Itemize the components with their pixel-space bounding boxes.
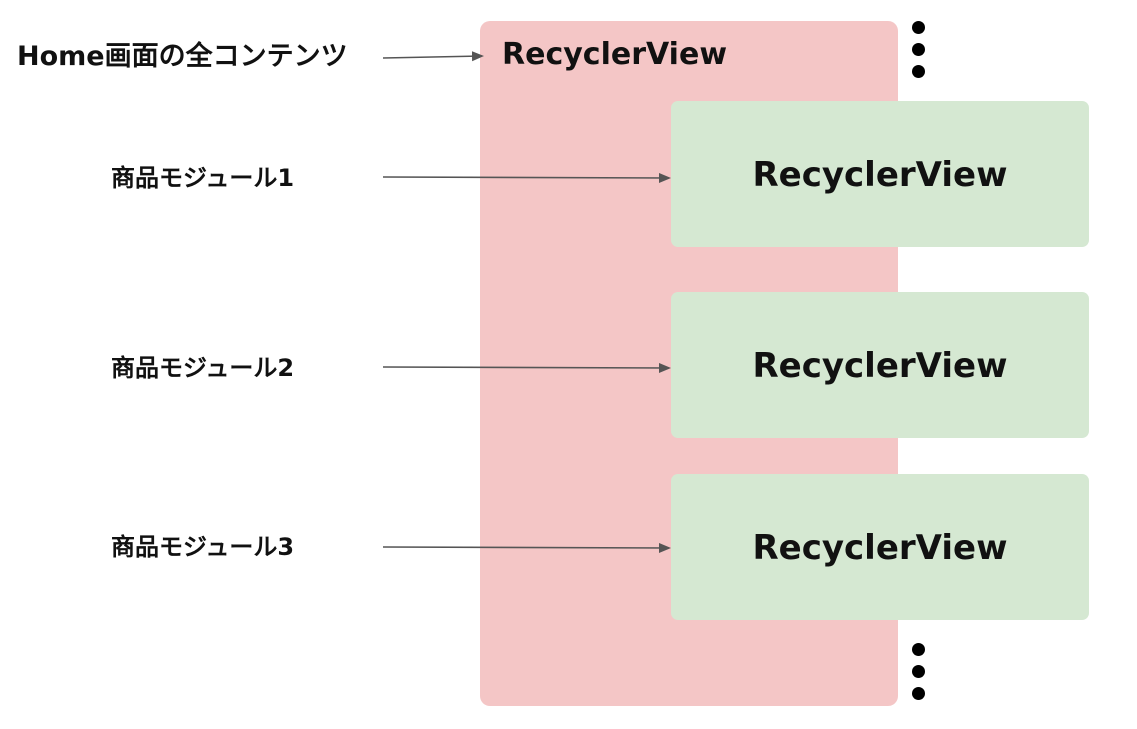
home-all-contents-label: Home画面の全コンテンツ xyxy=(17,41,348,72)
arrow-module-3 xyxy=(382,542,671,553)
module-2-label: 商品モジュール2 xyxy=(111,354,295,382)
module-2-recyclerview-title: RecyclerView xyxy=(752,346,1008,386)
module-1-label: 商品モジュール1 xyxy=(111,164,295,192)
dot-icon xyxy=(912,665,925,678)
more-content-bottom-dots xyxy=(912,643,926,709)
arrow-module-2 xyxy=(382,362,671,373)
home-recyclerview-title: RecyclerView xyxy=(502,37,728,72)
arrow-home-to-recyclerview xyxy=(382,51,484,62)
module-3-recyclerview-title: RecyclerView xyxy=(752,528,1008,568)
module-3-recyclerview: RecyclerView xyxy=(671,474,1089,620)
arrow-module-1 xyxy=(382,172,671,183)
module-2-recyclerview: RecyclerView xyxy=(671,292,1089,438)
module-3-label: 商品モジュール3 xyxy=(111,533,295,561)
dot-icon xyxy=(912,21,925,34)
module-1-recyclerview-title: RecyclerView xyxy=(752,155,1008,195)
more-content-top-dots xyxy=(912,21,926,87)
dot-icon xyxy=(912,43,925,56)
module-1-recyclerview: RecyclerView xyxy=(671,101,1089,247)
dot-icon xyxy=(912,687,925,700)
dot-icon xyxy=(912,65,925,78)
dot-icon xyxy=(912,643,925,656)
